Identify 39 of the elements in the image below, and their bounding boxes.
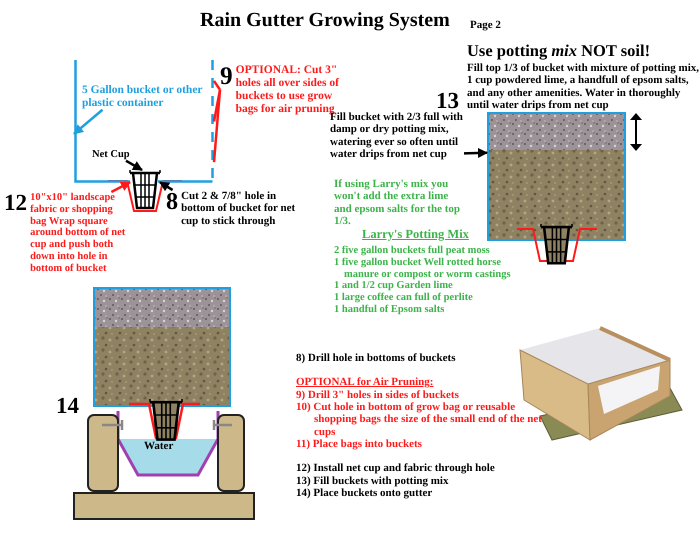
arrow <box>464 148 488 158</box>
list-item: 13) Fill buckets with potting mix <box>296 474 450 487</box>
callout-text: Fill bucket with 2/3 full with damp or dry potting mix, watering ever so often until water drips from net cup <box>330 111 464 160</box>
list-item: 1 large coffee can full of perlite <box>334 292 474 304</box>
net-cup-drawing <box>130 170 160 211</box>
callout-text: 5 Gallon bucket or other plastic container <box>82 84 210 110</box>
arrow <box>125 160 143 172</box>
list-item: 1 handful of Epsom salts <box>334 304 446 316</box>
step-number: 12 <box>4 192 28 214</box>
note-text: Water <box>144 440 174 452</box>
list-item: 1 five gallon bucket Well rotted horse manure or compost or worm castings <box>334 256 512 280</box>
step-number: 13 <box>436 88 459 113</box>
list-item: 12) Install net cup and fabric through hole <box>296 462 496 474</box>
note-text: If using Larry's mix you won't add the extra lime and epsom salts for the top 1/3. <box>334 178 462 228</box>
connector-line <box>212 80 222 90</box>
callout-text: 10"x10" landscape fabric or shopping bag Wrap square around bottom of net cup and push both down into hole in bottom of bucket <box>30 192 126 274</box>
list-item: 9) Drill 3" holes in sides of buckets <box>296 388 460 401</box>
step-number: 14 <box>56 393 79 419</box>
heading: Use potting mix NOT soil! <box>467 42 650 60</box>
connector-line <box>212 90 222 122</box>
list-item: 1 and 1/2 cup Garden lime <box>334 280 454 292</box>
arrow <box>110 181 131 194</box>
step-number: 8 <box>166 190 178 213</box>
list-item: 14) Place buckets onto gutter <box>296 486 434 500</box>
arrow <box>73 108 104 135</box>
callout-text: Net Cup <box>92 149 132 161</box>
list-item: 10) Cut hole in bottom of grow bag or reusable shopping bags the size of the small end of the net cups <box>296 400 543 438</box>
note-text: Page 2 <box>470 19 501 32</box>
step-number: 9 <box>220 64 233 88</box>
callout-text: Cut 2 & 7/8" hole in bottom of bucket for net cup to stick through <box>181 190 296 227</box>
title: Rain Gutter Growing System <box>200 9 450 32</box>
list-item: 2 five gallon buckets full peat moss <box>334 245 491 257</box>
bucket-outline <box>74 60 214 183</box>
list-item: 8) Drill hole in bottoms of buckets <box>296 352 456 364</box>
heading: Larry's Potting Mix <box>362 227 469 241</box>
list-item: 11) Place bags into buckets <box>296 438 423 450</box>
heading: OPTIONAL for Air Pruning: <box>296 376 434 389</box>
connector-line <box>212 90 222 162</box>
arrow <box>159 181 174 192</box>
